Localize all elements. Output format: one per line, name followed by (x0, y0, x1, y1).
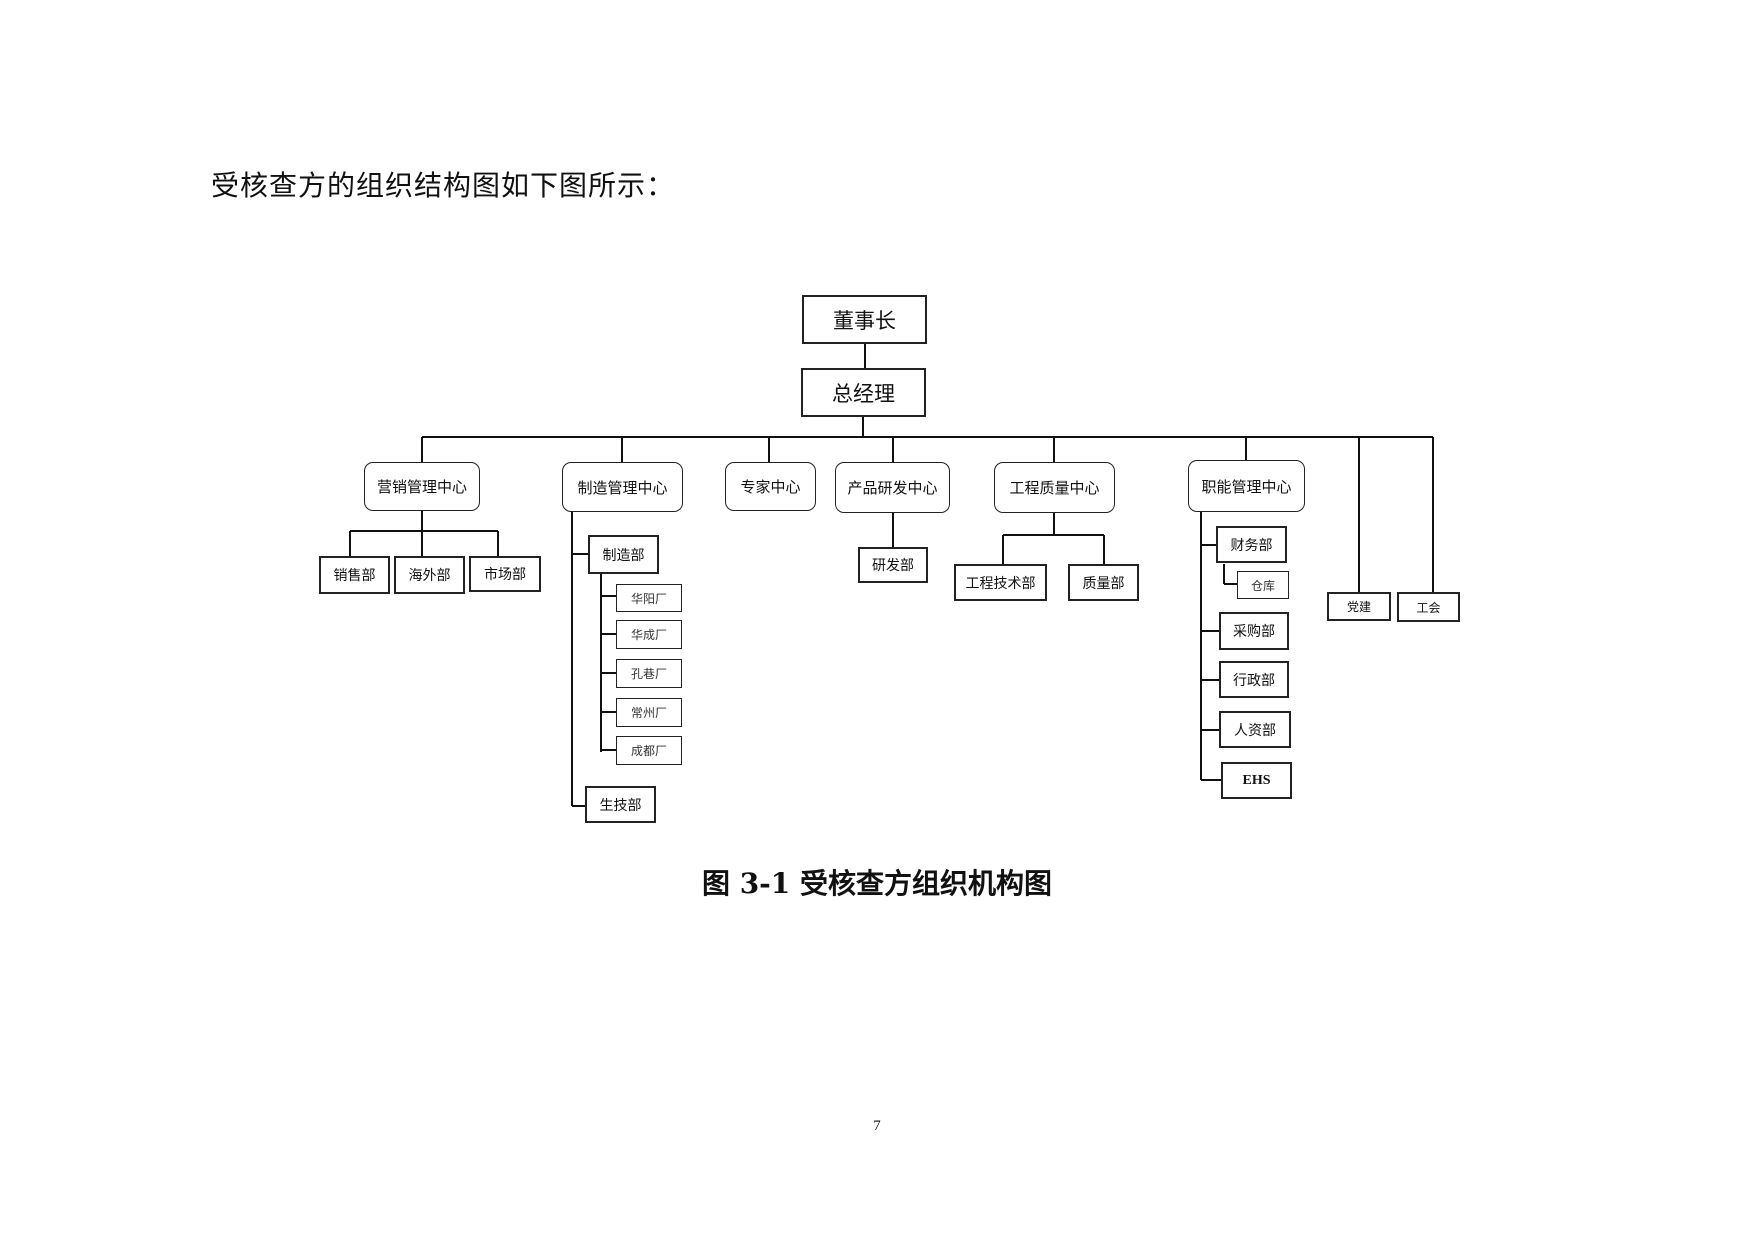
ehs-box: EHS (1221, 762, 1292, 799)
admin-dept-box: 行政部 (1219, 661, 1289, 698)
factory-kongxiang-box: 孔巷厂 (616, 659, 682, 688)
general-manager-box: 总经理 (801, 368, 926, 417)
page-number: 7 (873, 1118, 881, 1134)
figure-caption: 图 3-1 受核查方组织机构图 (701, 867, 1053, 900)
intro-text: 受核查方的组织结构图如下图所示： (211, 169, 676, 202)
marketing-center-box: 营销管理中心 (364, 462, 480, 511)
factory-huayang-box: 华阳厂 (616, 584, 682, 612)
manufacturing-center-box: 制造管理中心 (562, 462, 683, 512)
functional-center-box: 职能管理中心 (1188, 460, 1305, 512)
market-dept-box: 市场部 (469, 556, 541, 592)
finance-dept-box: 财务部 (1216, 526, 1287, 563)
factory-huacheng-box: 华成厂 (616, 620, 682, 649)
rd-center-box: 产品研发中心 (835, 462, 950, 513)
chairman-box: 董事长 (802, 295, 927, 344)
hr-dept-box: 人资部 (1219, 711, 1291, 748)
engineering-tech-dept-box: 工程技术部 (954, 564, 1047, 601)
party-box: 党建 (1327, 592, 1391, 621)
sales-dept-box: 销售部 (319, 556, 390, 594)
purchasing-dept-box: 采购部 (1219, 612, 1289, 650)
quality-dept-box: 质量部 (1068, 564, 1139, 601)
factory-chengdu-box: 成都厂 (616, 736, 682, 765)
factory-changzhou-box: 常州厂 (616, 698, 682, 727)
warehouse-box: 仓库 (1237, 571, 1289, 599)
union-box: 工会 (1397, 592, 1460, 622)
manufacturing-dept-box: 制造部 (588, 535, 659, 574)
production-tech-dept-box: 生技部 (585, 786, 656, 823)
engineering-quality-center-box: 工程质量中心 (994, 462, 1115, 513)
expert-center-box: 专家中心 (725, 462, 816, 511)
rd-dept-box: 研发部 (858, 547, 928, 583)
overseas-dept-box: 海外部 (394, 556, 465, 594)
